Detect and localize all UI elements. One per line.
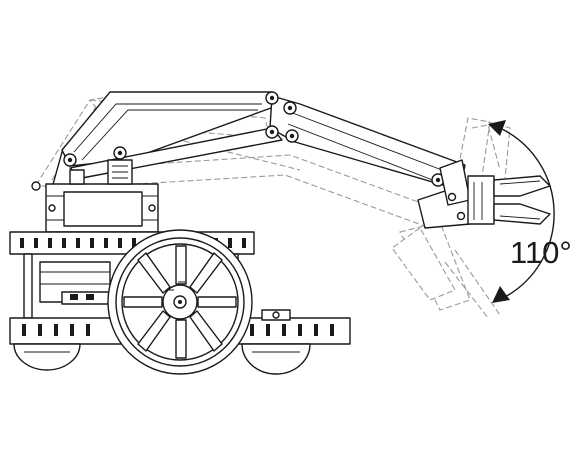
rotation-arc [499,127,555,299]
top-deck-slots [20,238,246,248]
arm-joints [31,91,445,191]
wheel-spokes [123,245,237,359]
bottom-plate-slots [22,324,334,336]
rotation-angle-label: 110° [510,235,572,270]
gripper [417,159,551,229]
arrow-head-bottom-icon [492,286,510,303]
rotation-indicator: 110° [488,120,572,303]
arrow-head-top-icon [488,120,506,136]
caster-wheels [13,343,311,375]
drive-wheel [107,229,253,375]
